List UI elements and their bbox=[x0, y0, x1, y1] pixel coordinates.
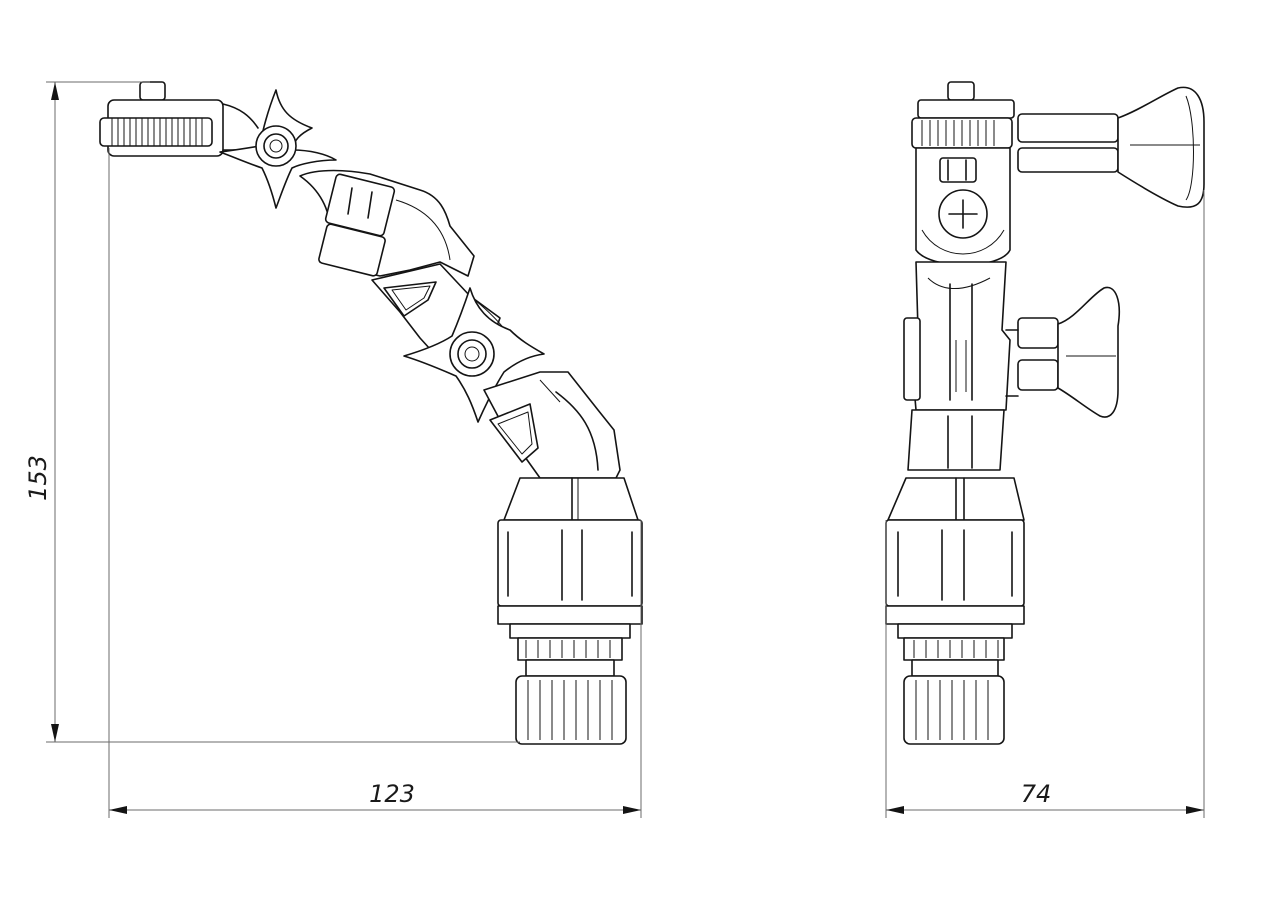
front-width-arrow-right bbox=[1186, 806, 1204, 814]
height-arrow-top bbox=[51, 82, 59, 100]
side-top-mount bbox=[99, 81, 263, 157]
side-view bbox=[99, 81, 643, 745]
front-top-head bbox=[911, 81, 1015, 149]
side-width-dimension: 123 bbox=[108, 148, 642, 818]
front-lower-neck bbox=[887, 409, 1025, 521]
side-base bbox=[497, 519, 643, 677]
side-upper-arm bbox=[299, 169, 475, 277]
front-base bbox=[885, 519, 1025, 745]
front-view bbox=[885, 81, 1205, 745]
front-middle-body bbox=[903, 261, 1011, 411]
front-top-handle bbox=[1017, 86, 1205, 208]
front-side-handle bbox=[1005, 286, 1120, 418]
front-width-dimension: 74 bbox=[885, 190, 1205, 818]
side-bottom-knob bbox=[515, 675, 627, 745]
side-lower-arm bbox=[483, 371, 621, 479]
height-arrow-bottom bbox=[51, 724, 59, 742]
side-width-arrow-right bbox=[623, 806, 641, 814]
side-collar bbox=[503, 477, 639, 521]
side-width-arrow-left bbox=[109, 806, 127, 814]
side-lower-knob bbox=[403, 287, 545, 423]
side-width-label: 123 bbox=[369, 780, 415, 808]
front-upper-body bbox=[915, 147, 1011, 266]
side-upper-knob bbox=[219, 89, 337, 209]
front-width-label: 74 bbox=[1021, 780, 1052, 808]
height-label: 153 bbox=[24, 455, 52, 501]
front-width-arrow-left bbox=[886, 806, 904, 814]
height-dimension: 153 bbox=[24, 81, 520, 743]
